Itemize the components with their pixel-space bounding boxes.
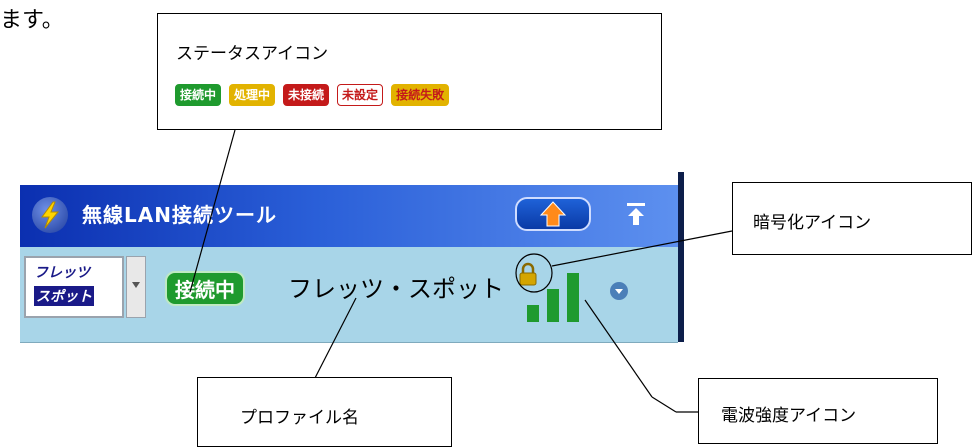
- status-icon-callout: ステータスアイコン 接続中 処理中 未接続 未設定 接続失敗: [157, 13, 662, 130]
- intro-text: ます。: [0, 8, 64, 33]
- signal-strength-icon: [527, 273, 579, 322]
- lightning-icon: [32, 197, 68, 233]
- dropdown-arrow-icon: [132, 282, 140, 288]
- status-legend: 接続中 処理中 未接続 未設定 接続失敗: [175, 84, 450, 106]
- signal-callout-label: 電波強度アイコン: [721, 406, 857, 426]
- profile-dropdown[interactable]: [126, 256, 146, 318]
- upload-button[interactable]: [515, 197, 591, 231]
- status-badge-processing: 処理中: [229, 84, 276, 106]
- status-badge-unconfigured: 未設定: [337, 84, 384, 106]
- status-badge-connected: 接続中: [175, 84, 222, 106]
- logo-line-1: フレッツ: [34, 265, 90, 281]
- profile-name: フレッツ・スポット: [288, 275, 504, 303]
- encryption-callout-label: 暗号化アイコン: [753, 213, 872, 233]
- lock-icon: [519, 262, 537, 286]
- status-badge-disconnected: 未接続: [283, 84, 330, 106]
- chevron-down-icon: [615, 289, 623, 294]
- status-bar: フレッツ スポット 接続中 フレッツ・スポット: [20, 247, 678, 343]
- profile-name-callout: プロファイル名: [197, 377, 452, 447]
- status-badge-failed: 接続失敗: [391, 84, 450, 106]
- title-bar[interactable]: 無線LAN接続ツール: [20, 185, 678, 247]
- service-logo[interactable]: フレッツ スポット: [24, 256, 124, 318]
- collapse-button[interactable]: [620, 197, 652, 231]
- app-title: 無線LAN接続ツール: [82, 203, 277, 227]
- connection-status-badge: 接続中: [165, 271, 245, 306]
- collapse-top-icon: [627, 203, 645, 225]
- menu-dot-button[interactable]: [610, 282, 628, 300]
- window-edge: [678, 172, 684, 342]
- encryption-icon-callout: 暗号化アイコン: [732, 182, 972, 255]
- up-arrow-icon: [539, 201, 567, 227]
- profile-callout-label: プロファイル名: [240, 408, 359, 428]
- signal-strength-callout: 電波強度アイコン: [698, 378, 938, 444]
- logo-line-2: スポット: [34, 286, 94, 306]
- status-callout-title: ステータスアイコン: [176, 44, 329, 64]
